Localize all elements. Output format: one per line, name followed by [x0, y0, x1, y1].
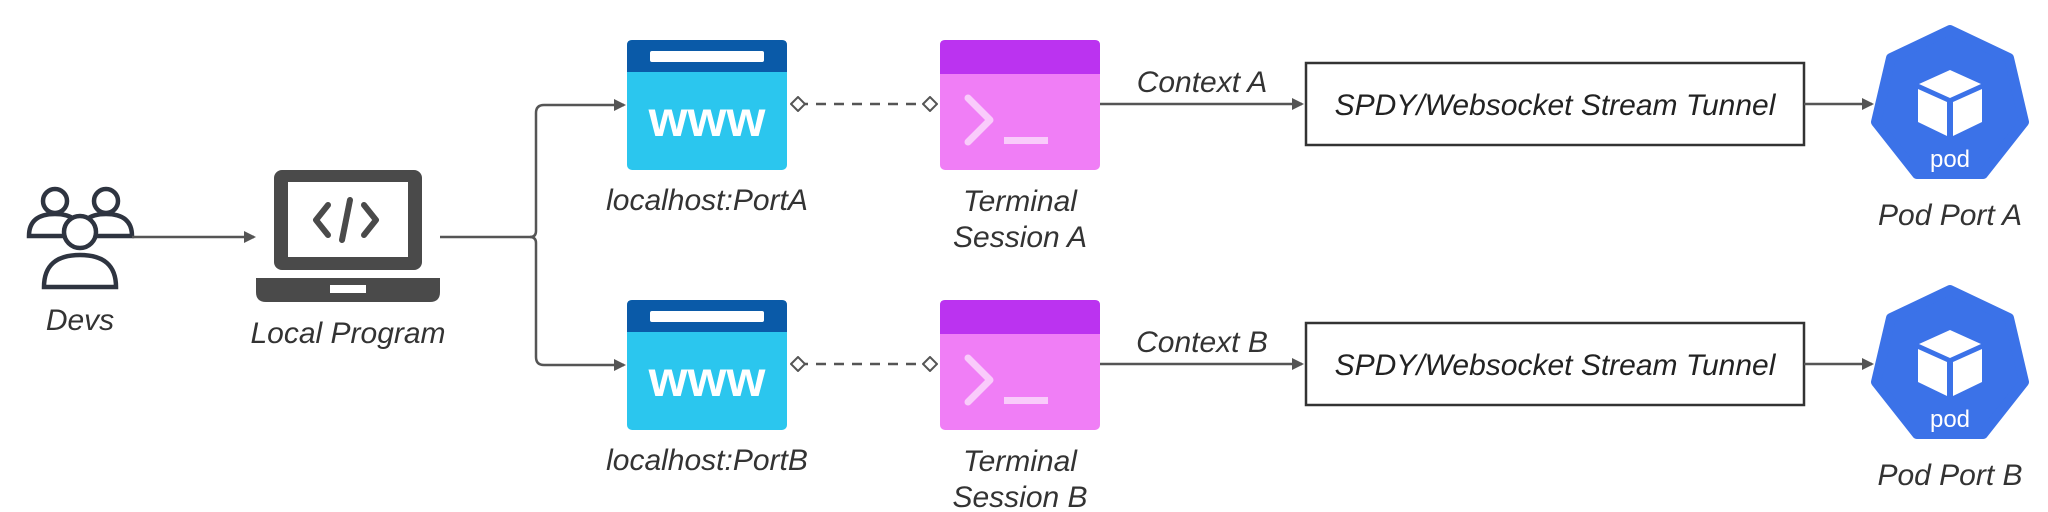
pod-a-text: pod	[1930, 146, 1970, 173]
kubernetes-pod-icon-a: pod	[1871, 25, 2029, 179]
tunnel-a-box	[1304, 61, 1806, 147]
pod-b-text: pod	[1930, 406, 1970, 433]
context-b-label: Context B	[1136, 326, 1268, 359]
devs-users-icon	[26, 186, 135, 290]
local-program-label: Local Program	[250, 317, 445, 350]
tunnel-b-label: SPDY/Websocket Stream Tunnel	[1335, 349, 1777, 382]
browser-b-www-text: www	[648, 351, 766, 407]
devs-label: Devs	[46, 304, 114, 337]
laptop-code-icon	[256, 170, 440, 302]
terminal-a-label-line1: Terminal	[963, 185, 1078, 218]
terminal-icon-a	[940, 40, 1100, 170]
terminal-icon-b	[940, 300, 1100, 430]
browser-b-label: localhost:PortB	[606, 444, 808, 477]
context-a-label: Context A	[1137, 66, 1268, 99]
tunnel-b-box	[1304, 321, 1806, 407]
tunnel-a-label: SPDY/Websocket Stream Tunnel	[1335, 89, 1777, 122]
terminal-b-label-line2: Session B	[952, 481, 1087, 512]
pod-a-label: Pod Port A	[1878, 199, 2022, 232]
browser-a-www-text: www	[648, 91, 766, 147]
edge-local-program-to-browser-a	[440, 99, 626, 239]
kubernetes-pod-icon-b: pod	[1871, 285, 2029, 439]
edge-local-program-to-browser-b	[529, 235, 626, 371]
browser-www-icon-a: www	[627, 40, 787, 170]
terminal-a-label-line2: Session A	[953, 221, 1087, 254]
browser-a-label: localhost:PortA	[606, 184, 808, 217]
browser-www-icon-b: www	[627, 300, 787, 430]
pod-b-label: Pod Port B	[1877, 459, 2022, 492]
terminal-b-label-line1: Terminal	[963, 445, 1078, 478]
